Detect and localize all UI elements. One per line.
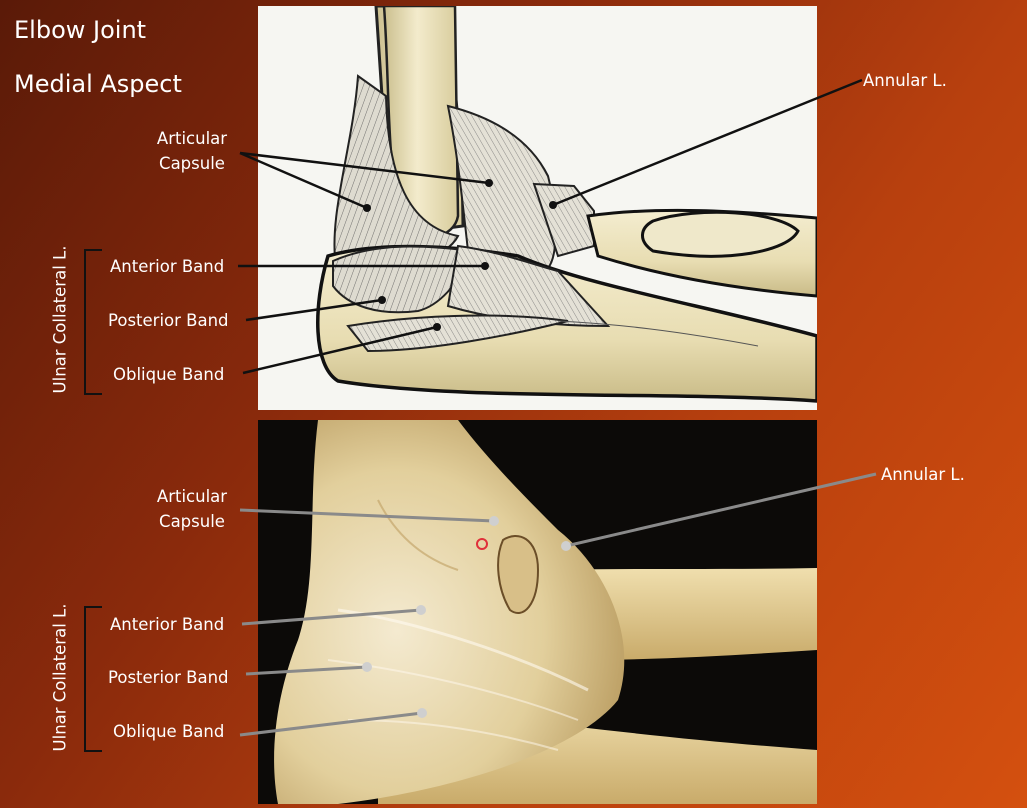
label-anterior-band-bottom: Anterior Band [110,615,225,634]
label-oblique-band-top: Oblique Band [113,365,225,384]
label-articular-capsule-bottom: Articular Capsule [156,487,228,531]
label-ulnar-collateral-top: Ulnar Collateral L. [50,245,70,394]
label-posterior-band-top: Posterior Band [108,311,229,330]
page-title: Elbow Joint [14,16,147,44]
bracket-bottom [84,606,102,752]
label-posterior-band-bottom: Posterior Band [108,668,229,687]
illustration-drawing [316,6,817,403]
label-articular-capsule-top: Articular Capsule [156,129,228,173]
bracket-top [84,249,102,395]
label-anterior-band-top: Anterior Band [110,257,225,276]
anatomical-illustration [258,6,817,410]
label-oblique-band-bottom: Oblique Band [113,722,225,741]
label-annular-top: Annular L. [863,71,947,90]
label-annular-bottom: Annular L. [881,465,965,484]
specimen-photo [258,420,817,804]
label-ulnar-collateral-bottom: Ulnar Collateral L. [50,603,70,752]
specimen-drawing [274,420,817,804]
cursor-marker [476,538,488,550]
page-subtitle: Medial Aspect [14,70,182,98]
